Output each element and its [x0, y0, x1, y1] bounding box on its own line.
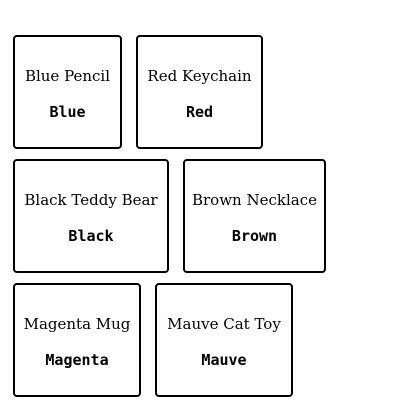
item-name: Mauve Cat Toy [167, 315, 281, 333]
item-color: Red [185, 103, 214, 121]
item-color: Mauve [201, 351, 247, 369]
item-color: Black [68, 227, 114, 245]
item-card-blue-pencil[interactable]: Blue Pencil Blue [13, 35, 122, 149]
item-color: Brown [231, 227, 278, 245]
item-card-black-teddy-bear[interactable]: Black Teddy Bear Black [13, 159, 169, 273]
item-name: Blue Pencil [24, 67, 111, 85]
item-name: Magenta Mug [23, 315, 131, 333]
item-color: Magenta [45, 351, 109, 369]
item-name: Brown Necklace [191, 191, 317, 209]
item-card-brown-necklace[interactable]: Brown Necklace Brown [183, 159, 326, 273]
item-card-magenta-mug[interactable]: Magenta Mug Magenta [13, 283, 141, 397]
item-name: Black Teddy Bear [24, 191, 158, 209]
item-card-red-keychain[interactable]: Red Keychain Red [136, 35, 263, 149]
item-color: Blue [49, 103, 86, 121]
item-card-mauve-cat-toy[interactable]: Mauve Cat Toy Mauve [155, 283, 293, 397]
item-name: Red Keychain [147, 67, 252, 85]
